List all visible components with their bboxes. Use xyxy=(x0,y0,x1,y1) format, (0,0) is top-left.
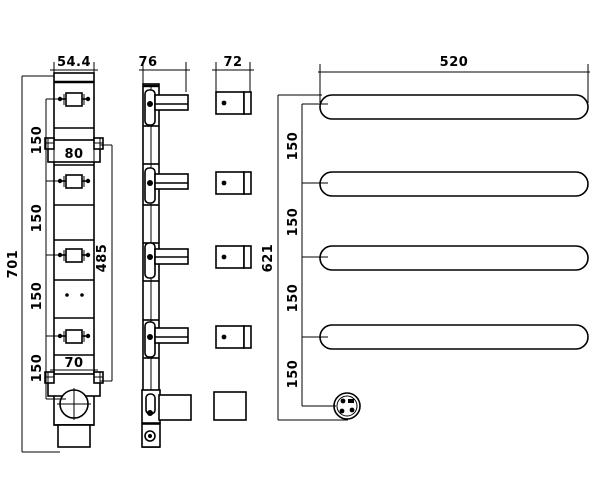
dim-label-front-segment-2: 150 xyxy=(30,204,45,233)
front-rail-joint-1 xyxy=(57,92,91,107)
rail-3 xyxy=(319,245,589,271)
dim-label-front-segment-1: 150 xyxy=(30,126,45,155)
dim-front-total-height xyxy=(21,75,60,453)
front-lower-bracket xyxy=(44,358,104,397)
dim-front-partial-height xyxy=(100,144,113,382)
front-view: 54.4 80 70 701 150 150 150 150 485 xyxy=(6,55,113,453)
dim-rail-length xyxy=(318,64,590,103)
dim-label-front-width: 54.4 xyxy=(57,55,91,70)
dim-bracket-width xyxy=(212,62,254,92)
dim-label-front-total-height: 701 xyxy=(6,250,21,279)
front-upper-bracket xyxy=(44,137,104,163)
dim-label-rail-gap-1: 150 xyxy=(286,132,301,161)
side-view xyxy=(139,62,192,448)
bracket-detail-base xyxy=(213,391,247,421)
bracket-detail-view xyxy=(212,62,254,421)
bracket-detail-4 xyxy=(215,325,252,349)
bracket-detail-1 xyxy=(215,91,252,115)
dim-label-side-width: 76 xyxy=(138,55,157,70)
rail-2 xyxy=(319,171,589,197)
side-bracket-4 xyxy=(144,321,189,358)
dim-label-bracket-width: 72 xyxy=(223,55,242,70)
side-lower-block xyxy=(141,389,192,424)
dim-rail-total-height xyxy=(277,94,348,421)
front-mid-dots xyxy=(65,293,84,297)
dim-label-rail-length: 520 xyxy=(440,55,469,70)
dim-label-rail-gap-4: 150 xyxy=(286,360,301,389)
front-bottom-circle xyxy=(57,388,91,420)
dim-label-rail-gap-2: 150 xyxy=(286,208,301,237)
power-connector xyxy=(333,392,361,420)
side-bracket-1 xyxy=(144,89,189,126)
bracket-detail-2 xyxy=(215,171,252,195)
side-bracket-2 xyxy=(144,167,189,204)
bracket-detail-3 xyxy=(215,245,252,269)
dim-front-segments xyxy=(45,98,66,400)
dim-label-bracket-width: 80 xyxy=(64,147,83,162)
dim-label-front-segment-4: 150 xyxy=(30,354,45,383)
dim-label-base-width: 70 xyxy=(64,356,83,371)
dim-label-rail-total-height: 621 xyxy=(261,244,276,273)
rail-plan-view: 520 76 72 621 150 150 150 150 xyxy=(138,55,590,421)
rail-4 xyxy=(319,324,589,350)
side-bracket-3 xyxy=(144,242,189,279)
dim-label-front-segment-3: 150 xyxy=(30,282,45,311)
dim-label-rail-gap-3: 150 xyxy=(286,284,301,313)
rail-1 xyxy=(319,94,589,120)
dim-label-front-partial-height: 485 xyxy=(95,244,110,273)
dim-rail-segments xyxy=(301,103,336,407)
side-bottom-connector xyxy=(141,423,161,448)
